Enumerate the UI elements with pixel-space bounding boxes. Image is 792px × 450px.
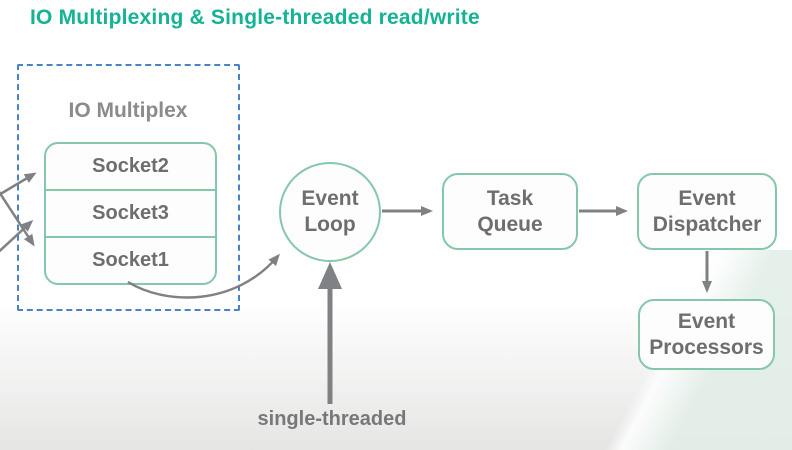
page-title: IO Multiplexing & Single-threaded read/w… [30, 6, 480, 29]
event-loop-node: Event Loop [279, 162, 381, 262]
socket-row: Socket2 [92, 155, 169, 177]
single-threaded-arrow-head [318, 262, 342, 289]
socket-stack: Socket2 Socket3 Socket1 [44, 142, 217, 285]
event-dispatcher-node: Event Dispatcher [637, 173, 777, 250]
socket-row: Socket1 [46, 236, 215, 283]
socket-row: Socket3 [46, 189, 215, 236]
single-threaded-label: single-threaded [257, 408, 407, 430]
io-multiplex-label: IO Multiplex [68, 99, 188, 122]
event-processors-node: Event Processors [638, 299, 775, 370]
task-queue-node: Task Queue [442, 173, 578, 250]
